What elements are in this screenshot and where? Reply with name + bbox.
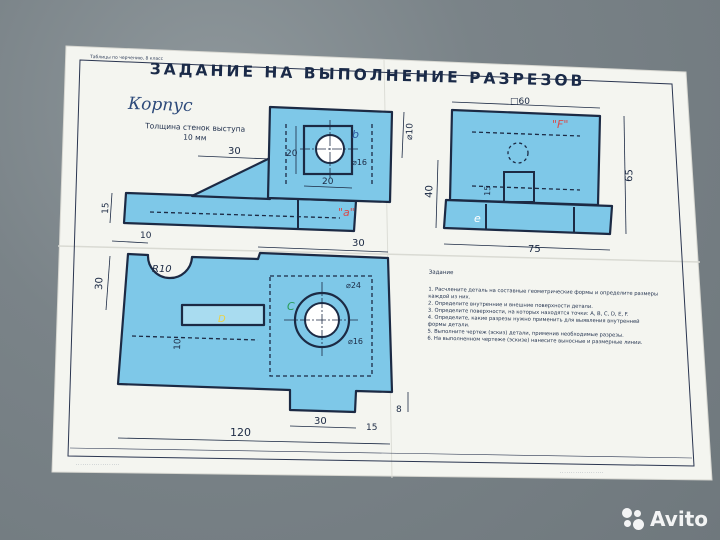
point-c-label: C bbox=[287, 300, 295, 313]
footer-microtext-right: · · · · · · · · · · · · · · · · · · · · bbox=[560, 471, 603, 475]
dim-line-front-30 bbox=[197, 155, 271, 160]
dim-front-15: 15 bbox=[101, 202, 111, 214]
top-view-slot bbox=[180, 303, 266, 327]
dim-top-30-bottom: 30 bbox=[314, 416, 327, 427]
dim-line-side-60 bbox=[451, 101, 601, 109]
side-hidden-bore bbox=[507, 142, 529, 164]
dim-top-15: 15 bbox=[366, 423, 377, 433]
dim-top-r10: R10 bbox=[152, 264, 172, 275]
dim-front-d16: ⌀16 bbox=[352, 158, 367, 167]
top-hidden-square bbox=[269, 275, 373, 377]
dim-side-15: 15 bbox=[483, 186, 492, 196]
dim-side-40: 40 bbox=[424, 185, 435, 198]
dim-line-top-30b bbox=[289, 425, 357, 429]
dim-line-side-75 bbox=[443, 243, 611, 251]
dim-top-10: 10 bbox=[140, 231, 152, 241]
side-inner-slot bbox=[503, 171, 535, 203]
dim-line-front-d10 bbox=[401, 111, 405, 159]
dim-line-front-15 bbox=[109, 192, 113, 224]
task-block: Задание 1. Расчлените деталь на составны… bbox=[427, 270, 658, 348]
dim-line-top-10 bbox=[111, 240, 149, 244]
dim-line-top-30 bbox=[257, 246, 389, 253]
dim-line-side-65 bbox=[623, 115, 627, 235]
dim-line-front-20h bbox=[303, 185, 353, 189]
front-hidden-3 bbox=[149, 211, 341, 219]
dim-top-10-vertical: 10 bbox=[173, 338, 183, 350]
dim-front-30: 30 bbox=[228, 146, 241, 157]
side-view-base bbox=[442, 198, 614, 236]
dim-top-8: 8 bbox=[396, 405, 402, 415]
avito-logo-icon bbox=[620, 506, 646, 532]
dim-side-60: □60 bbox=[510, 97, 530, 107]
dim-top-120: 120 bbox=[230, 426, 251, 439]
point-e-label: e bbox=[474, 212, 481, 225]
point-d-label: D bbox=[218, 314, 226, 325]
dim-front-20-vertical: 20 bbox=[286, 149, 298, 159]
front-boss-window bbox=[302, 124, 354, 176]
poster-frame bbox=[67, 59, 695, 467]
dim-top-d24: ⌀24 bbox=[346, 281, 361, 290]
footer-frame-line bbox=[69, 447, 693, 459]
side-view-box bbox=[448, 108, 602, 207]
dim-side-75: 75 bbox=[528, 244, 541, 255]
dim-top-30: 30 bbox=[352, 238, 365, 249]
dim-front-d10: ⌀10 bbox=[405, 123, 416, 140]
dim-side-65: 65 bbox=[624, 169, 635, 182]
top-hidden-base bbox=[131, 335, 259, 341]
point-b-label: b bbox=[352, 128, 359, 141]
part-name: Корпус bbox=[127, 93, 193, 117]
dim-line-top-30v bbox=[105, 255, 111, 311]
avito-watermark: Avito bbox=[620, 506, 708, 532]
point-f-label: "F" bbox=[552, 118, 568, 131]
footer-microtext-left: · · · · · · · · · · · · · · · · · · · · bbox=[76, 463, 119, 467]
dim-front-20-horizontal: 20 bbox=[322, 177, 334, 187]
dim-top-d16: ⌀16 bbox=[348, 337, 363, 346]
dim-line-side-40 bbox=[435, 159, 439, 229]
dim-line-top-120 bbox=[117, 437, 391, 445]
avito-brand: Avito bbox=[650, 507, 708, 531]
dim-top-30-vertical: 30 bbox=[94, 277, 105, 290]
fold-line-horizontal bbox=[57, 245, 701, 263]
point-a-label: "a" bbox=[338, 206, 355, 219]
